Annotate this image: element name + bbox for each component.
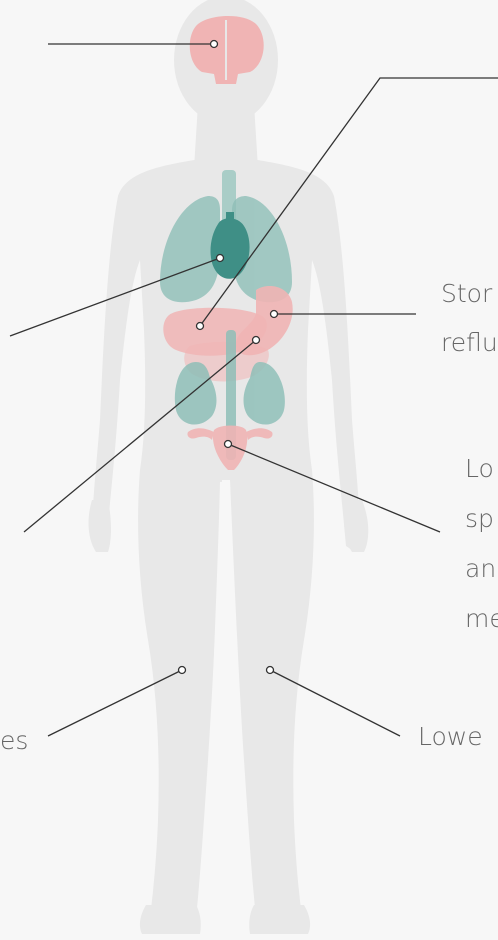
intestines-marker xyxy=(253,337,260,344)
lower-abdomen-label-line-2: sp xyxy=(465,500,494,537)
stomach-marker xyxy=(271,311,278,318)
brain-marker xyxy=(211,41,218,48)
heart-marker xyxy=(217,255,224,262)
stomach-label-line-2: reflu xyxy=(441,324,498,361)
lower-leg-label: Lowe xyxy=(418,718,483,755)
left-hand xyxy=(89,500,111,552)
uterus-marker xyxy=(225,441,232,448)
lower-abdomen-label-line-3: an xyxy=(465,550,496,587)
left-leg-marker xyxy=(179,667,186,674)
right-foot xyxy=(249,905,310,934)
liver-marker xyxy=(197,323,204,330)
right-leg-marker xyxy=(267,667,274,674)
lower-abdomen-label-line-4: me xyxy=(465,600,498,637)
lower-abdomen-label-line-1: Lo xyxy=(465,450,494,487)
left-leg-label: es xyxy=(0,722,28,759)
neck xyxy=(194,104,258,168)
stomach-label-line-1: Stor xyxy=(441,275,492,312)
left-foot xyxy=(140,905,201,934)
